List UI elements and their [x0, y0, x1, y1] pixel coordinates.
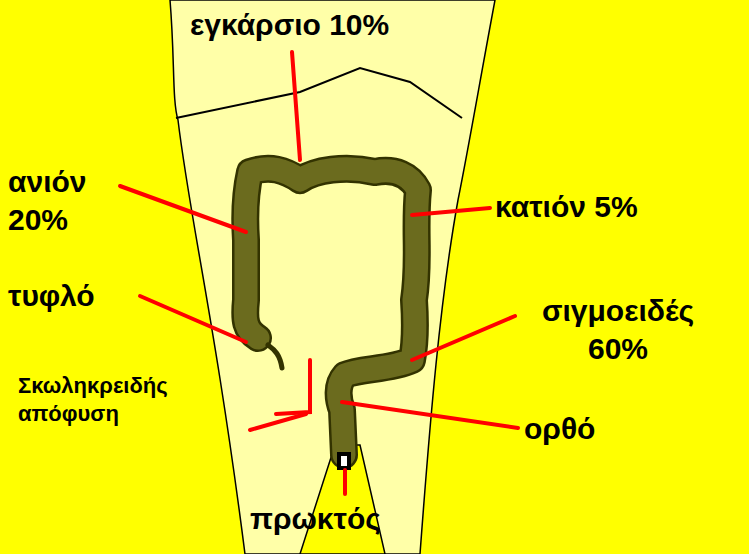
- leader-lines: [120, 52, 518, 494]
- appendix: [268, 345, 282, 368]
- legs-gap: [300, 445, 385, 554]
- part-label: Σκωληκρειδής απόφυση: [18, 372, 218, 427]
- waist-line: [176, 68, 462, 118]
- colon-outline: [245, 169, 418, 455]
- part-label: ανιόν 20%: [8, 163, 118, 238]
- body-outline: [170, 0, 495, 554]
- part-label: τυφλό: [8, 277, 148, 315]
- part-label: εγκάρσιο 10%: [190, 6, 450, 44]
- part-label: ορθό: [524, 410, 644, 448]
- anus-opening: [341, 456, 347, 466]
- part-label: κατιόν 5%: [495, 188, 725, 226]
- colon: [245, 169, 418, 455]
- anus: [337, 452, 351, 470]
- part-label: πρωκτός: [250, 500, 450, 538]
- part-label: σιγμοειδές 60%: [518, 292, 718, 367]
